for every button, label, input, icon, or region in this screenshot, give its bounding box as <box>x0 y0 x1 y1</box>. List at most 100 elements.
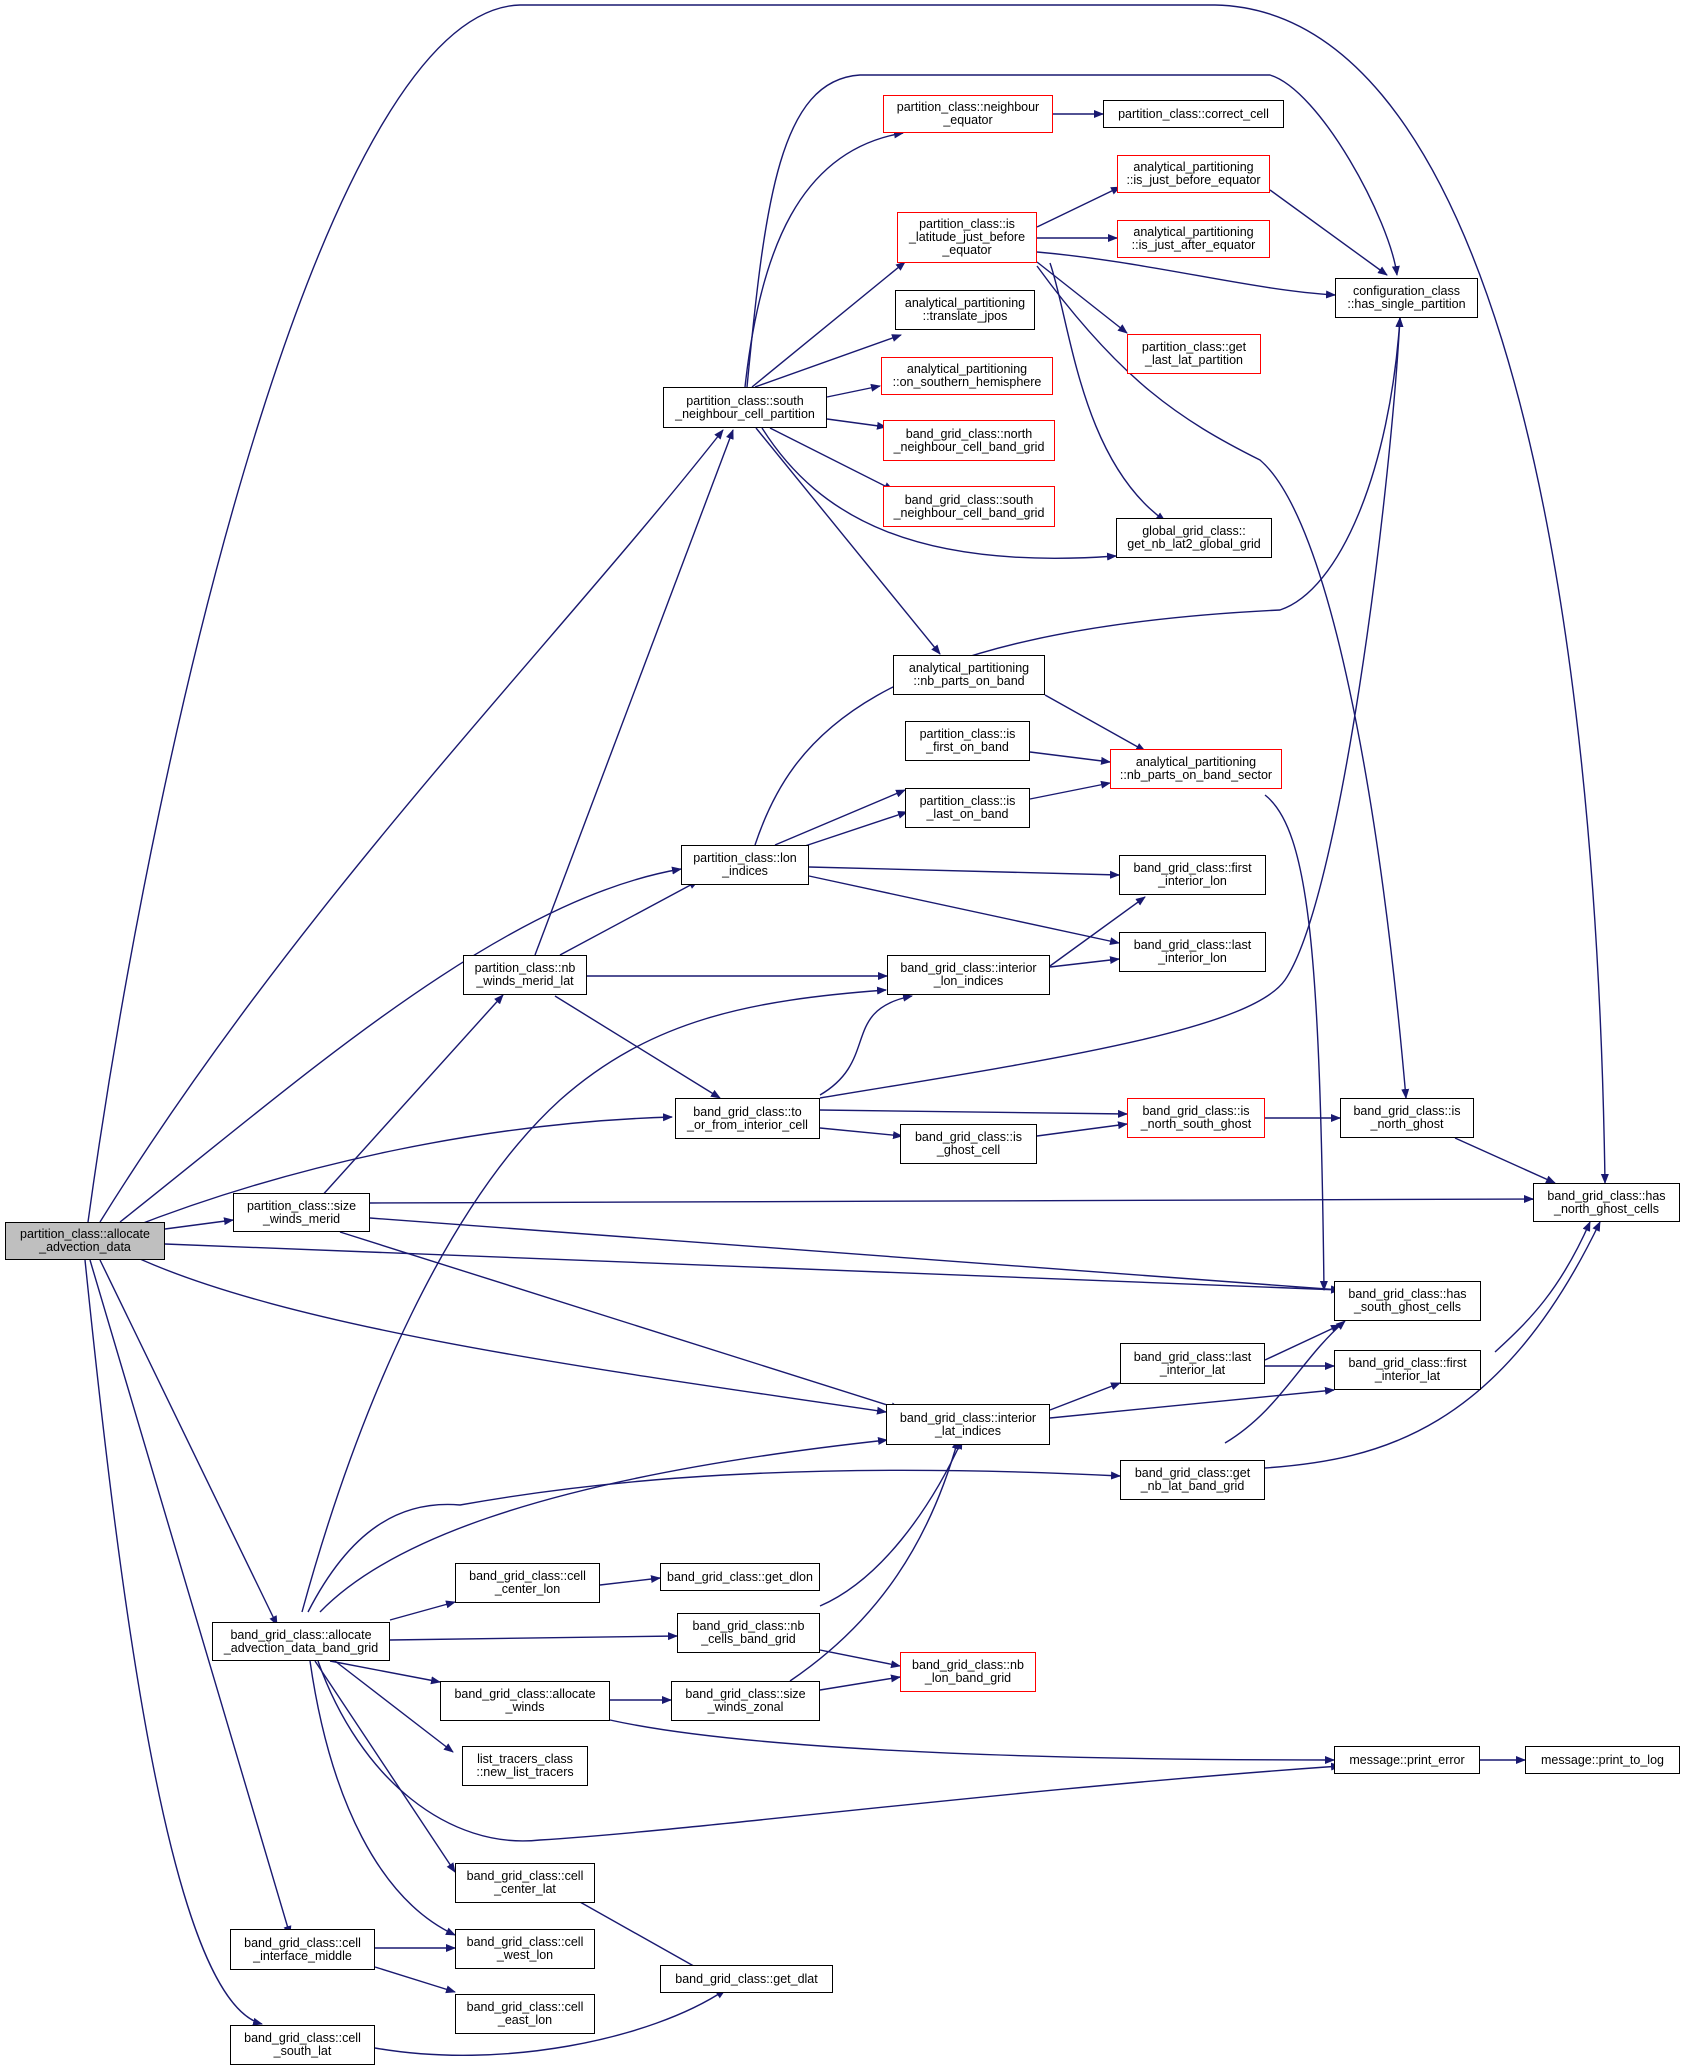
node-alloc-adv-bg[interactable]: band_grid_class::allocate_advection_data… <box>212 1622 390 1661</box>
node-nb-parts-sector[interactable]: analytical_partitioning::nb_parts_on_ban… <box>1110 749 1282 789</box>
edge <box>599 1575 661 1586</box>
node-is-n-ghost[interactable]: band_grid_class::is_north_ghost <box>1340 1098 1474 1138</box>
node-label-line: band_grid_class::north <box>905 426 1033 441</box>
edge <box>769 427 894 491</box>
node-has-n-ghost[interactable]: band_grid_class::has_north_ghost_cells <box>1533 1183 1680 1222</box>
node-last-int-lon[interactable]: band_grid_class::last_interior_lon <box>1119 932 1266 972</box>
node-is-first-band[interactable]: partition_class::is_first_on_band <box>905 721 1030 761</box>
node-is-ns-ghost[interactable]: band_grid_class::is_north_south_ghost <box>1127 1098 1265 1138</box>
node-first-int-lat[interactable]: band_grid_class::first_interior_lat <box>1334 1350 1481 1390</box>
edge <box>319 1437 888 1613</box>
node-label-line: band_grid_class::cell <box>466 1935 584 1949</box>
edge <box>751 261 906 388</box>
node-cell-interface-mid[interactable]: band_grid_class::cell_interface_middle <box>230 1929 375 1970</box>
edge <box>559 880 699 956</box>
edge <box>314 1660 456 1873</box>
node-label-line: band_grid_class::get_dlon <box>667 1569 813 1584</box>
node-first-int-lon[interactable]: band_grid_class::first_interior_lon <box>1119 855 1266 895</box>
node-correct-cell[interactable]: partition_class::correct_cell <box>1103 100 1284 128</box>
node-to-from-int[interactable]: band_grid_class::to_or_from_interior_cel… <box>675 1098 820 1139</box>
edge <box>119 1113 673 1233</box>
edge <box>761 427 1117 561</box>
node-has-s-ghost[interactable]: band_grid_class::has_south_ghost_cells <box>1334 1281 1481 1321</box>
node-label-line: band_grid_class::allocate <box>230 1627 372 1642</box>
edge <box>339 1231 901 1411</box>
node-cell-west-lon[interactable]: band_grid_class::cell_west_lon <box>455 1929 595 1969</box>
edge <box>819 1127 903 1140</box>
node-get-dlat[interactable]: band_grid_class::get_dlat <box>660 1965 833 1993</box>
node-label-line: _center_lon <box>494 1582 561 1596</box>
node-label-line: _neighbour_cell_band_grid <box>893 505 1045 520</box>
node-int-lat-idx[interactable]: band_grid_class::interior_lat_indices <box>886 1404 1050 1445</box>
node-new-list-tracers[interactable]: list_tracers_class::new_list_tracers <box>462 1746 588 1786</box>
node-nb-parts-band[interactable]: analytical_partitioning::nb_parts_on_ban… <box>893 655 1045 695</box>
node-cell-east-lon[interactable]: band_grid_class::cell_east_lon <box>455 1994 595 2034</box>
node-nb-lon-bg[interactable]: band_grid_class::nb_lon_band_grid <box>900 1652 1036 1692</box>
edge <box>819 1674 901 1691</box>
node-is-lat-before[interactable]: partition_class::is_latitude_just_before… <box>897 212 1037 263</box>
node-label-line: band_grid_class::first <box>1348 1356 1467 1370</box>
edge <box>774 789 906 846</box>
node-label-line: band_grid_class::size <box>685 1687 806 1701</box>
node-has-single[interactable]: configuration_class::has_single_partitio… <box>1335 278 1478 318</box>
node-lon-indices[interactable]: partition_class::lon_indices <box>681 845 809 885</box>
node-label-line: message::print_error <box>1349 1752 1465 1767</box>
node-neighbour-eq[interactable]: partition_class::neighbour_equator <box>883 95 1053 133</box>
node-is-just-after[interactable]: analytical_partitioning::is_just_after_e… <box>1117 220 1270 258</box>
node-label-line: band_grid_class::nb <box>912 1658 1024 1672</box>
edge <box>1454 1137 1556 1184</box>
node-get-dlon[interactable]: band_grid_class::get_dlon <box>660 1563 820 1591</box>
node-label-line: band_grid_class::nb <box>692 1619 805 1633</box>
node-label-line: _latitude_just_before <box>908 230 1026 244</box>
node-label-line: ::is_just_after_equator <box>1131 238 1256 252</box>
node-get-nb-lat-bg[interactable]: band_grid_class::get_nb_lat_band_grid <box>1120 1460 1265 1500</box>
node-on-southern[interactable]: analytical_partitioning::on_southern_hem… <box>881 357 1053 395</box>
edge <box>374 1989 726 2056</box>
edge <box>1049 896 1146 967</box>
node-label-line: band_grid_class::get_dlat <box>675 1971 818 1986</box>
node-label-line: _interface_middle <box>253 1948 352 1963</box>
node-cell-center-lat[interactable]: band_grid_class::cell_center_lat <box>455 1863 595 1903</box>
node-label-line: _nb_lat_band_grid <box>1140 1479 1245 1493</box>
node-label-line: _neighbour_cell_band_grid <box>893 439 1045 454</box>
node-print-to-log[interactable]: message::print_to_log <box>1525 1746 1680 1774</box>
node-label-line: _interior_lon <box>1158 951 1227 965</box>
node-size-winds-zonal[interactable]: band_grid_class::size_winds_zonal <box>671 1681 820 1721</box>
node-south-neigh-bg[interactable]: band_grid_class::south_neighbour_cell_ba… <box>883 486 1055 527</box>
node-label-line: band_grid_class::interior <box>900 961 1037 975</box>
node-is-just-before[interactable]: analytical_partitioning::is_just_before_… <box>1117 155 1270 193</box>
edge <box>1224 1320 1346 1444</box>
node-cell-south-lat[interactable]: band_grid_class::cell_south_lat <box>230 2025 375 2065</box>
node-int-lon-idx[interactable]: band_grid_class::interior_lon_indices <box>887 955 1050 995</box>
node-print-error[interactable]: message::print_error <box>1334 1746 1480 1774</box>
node-alloc-winds[interactable]: band_grid_class::allocate_winds <box>440 1681 610 1721</box>
node-is-ghost-cell[interactable]: band_grid_class::is_ghost_cell <box>900 1124 1037 1164</box>
edge <box>534 429 734 956</box>
edge <box>309 1660 456 1936</box>
node-nb-winds-merid[interactable]: partition_class::nb_winds_merid_lat <box>463 955 587 995</box>
node-label-line: band_grid_class::get <box>1134 1466 1251 1480</box>
node-label-line: _winds_merid_lat <box>476 974 574 988</box>
node-last-int-lat[interactable]: band_grid_class::last_interior_lat <box>1120 1343 1265 1384</box>
node-translate-jpos[interactable]: analytical_partitioning::translate_jpos <box>895 290 1035 330</box>
node-get-nb-lat2[interactable]: global_grid_class::get_nb_lat2_global_gr… <box>1116 518 1272 558</box>
node-label-line: partition_class::nb <box>474 961 576 975</box>
node-label-line: _cells_band_grid <box>701 1632 796 1646</box>
node-label-line: _indices <box>722 864 768 878</box>
node-label-line: band_grid_class::is <box>914 1130 1022 1144</box>
edge <box>89 1259 292 1936</box>
node-south-neigh[interactable]: partition_class::south_neighbour_cell_pa… <box>663 387 827 428</box>
node-cell-center-lon[interactable]: band_grid_class::cell_center_lon <box>455 1563 600 1603</box>
node-label-line: _center_lat <box>494 1882 556 1896</box>
node-label-line: band_grid_class::has <box>1348 1287 1467 1301</box>
node-size-winds-merid[interactable]: partition_class::size_winds_merid <box>233 1193 370 1232</box>
node-is-last-band[interactable]: partition_class::is_last_on_band <box>905 788 1030 828</box>
node-label-line: _lon_indices <box>933 974 1004 988</box>
node-label-line: band_grid_class::is <box>1353 1104 1461 1118</box>
node-get-last-lat[interactable]: partition_class::get_last_lat_partition <box>1127 334 1261 374</box>
node-label-line: band_grid_class::cell <box>244 2031 361 2045</box>
node-north-neigh-bg[interactable]: band_grid_class::north_neighbour_cell_ba… <box>883 420 1055 461</box>
edge <box>1036 265 1410 1099</box>
node-nb-cells-bg[interactable]: band_grid_class::nb_cells_band_grid <box>677 1613 820 1653</box>
